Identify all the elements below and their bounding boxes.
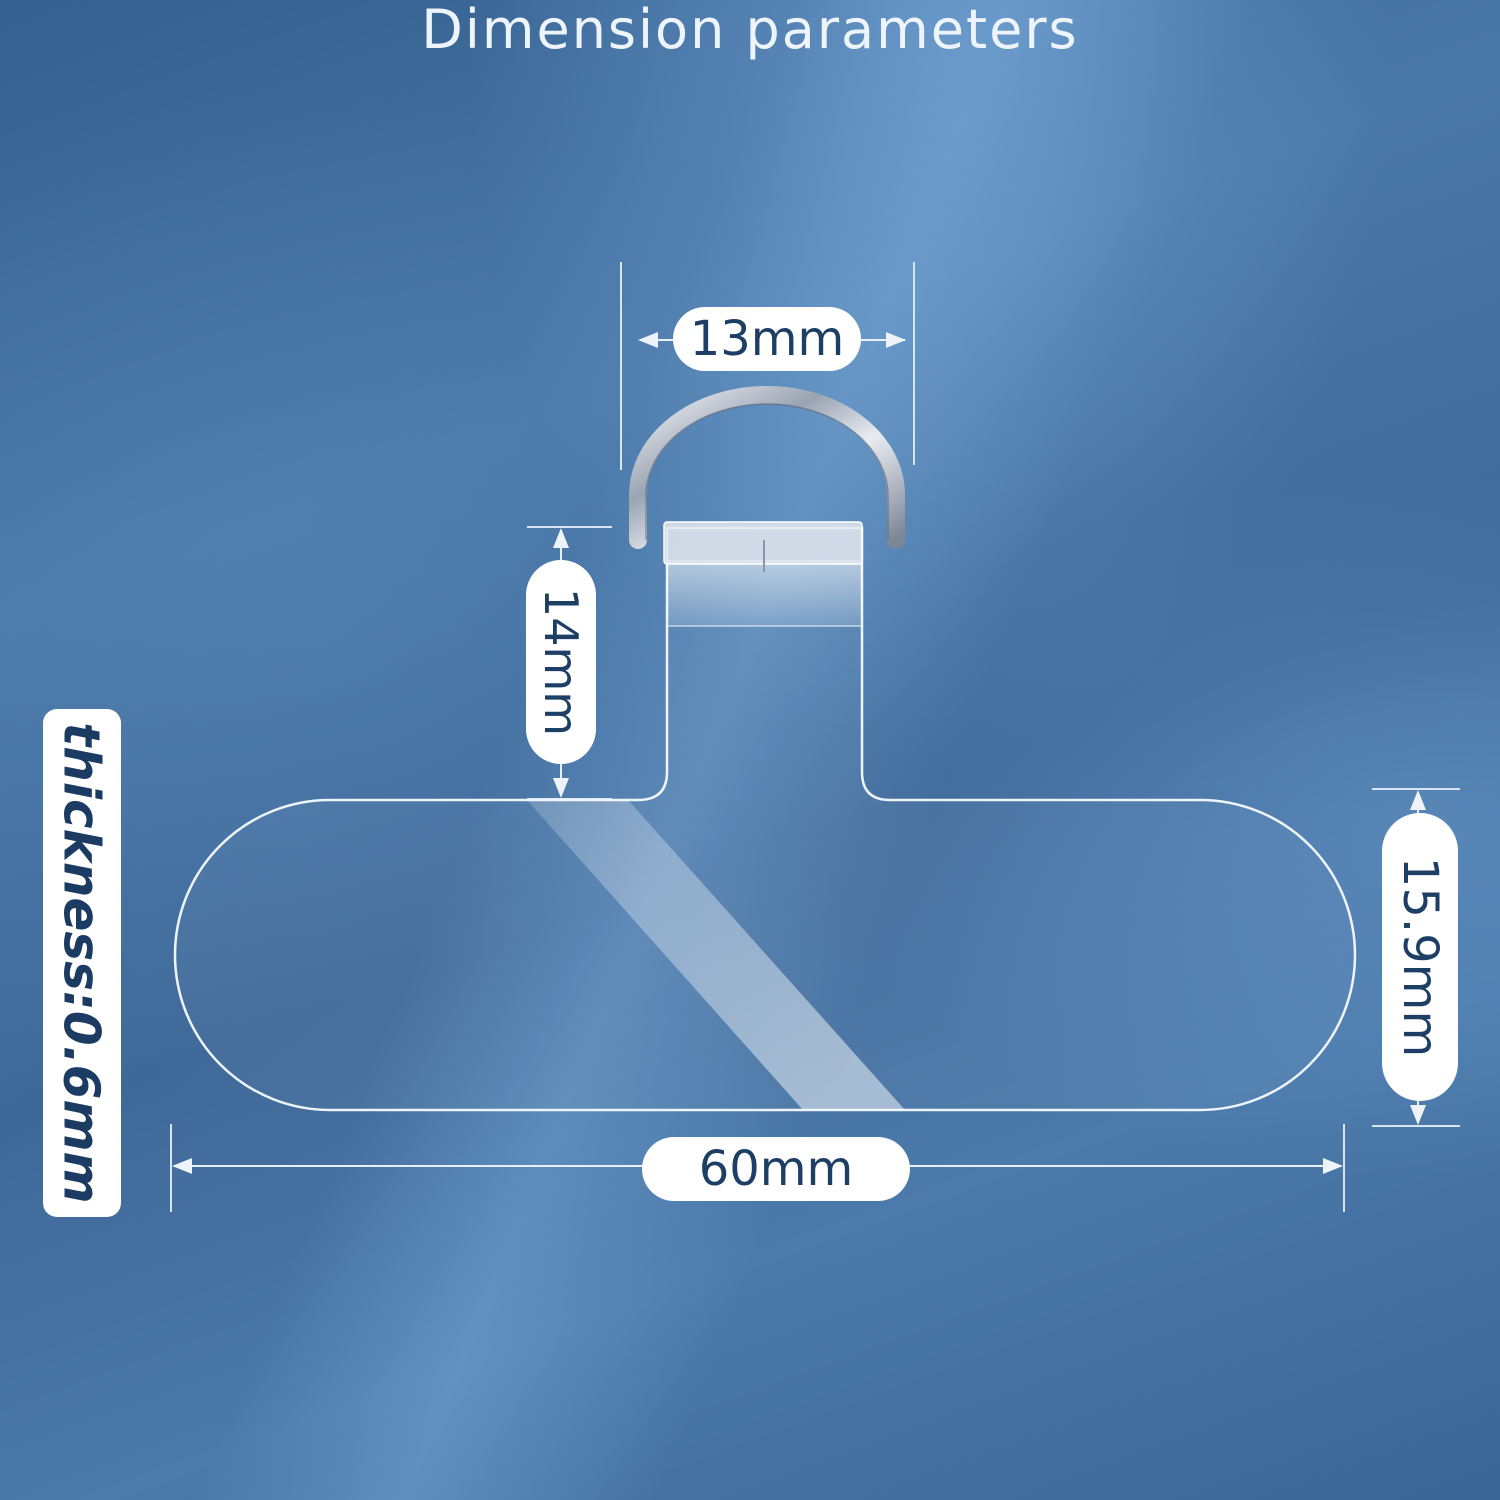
pad-shine xyxy=(527,800,905,1110)
total-width-arrowhead-left xyxy=(172,1158,192,1174)
total-width-arrowhead-right xyxy=(1323,1158,1343,1174)
ring-width-label: 13mm xyxy=(673,307,861,371)
total-width-text: 60mm xyxy=(698,1141,854,1197)
total-width-label: 60mm xyxy=(642,1137,910,1201)
clear-pad-outline xyxy=(173,526,1357,1112)
pad-height-label: 15.9mm xyxy=(1382,813,1458,1101)
ring-width-arrowhead-left xyxy=(638,332,658,348)
pad-height-arrowhead-top xyxy=(1410,790,1426,810)
ring-width-arrowhead-right xyxy=(886,332,906,348)
d-ring-inner-edge xyxy=(645,403,889,540)
pad-height-arrowhead-bottom xyxy=(1410,1105,1426,1125)
pad-height-text: 15.9mm xyxy=(1392,856,1449,1058)
tab-height-arrowhead-bottom xyxy=(553,778,569,798)
d-ring-icon xyxy=(629,386,905,549)
thickness-text: thickness:0.6mm xyxy=(53,722,112,1204)
tab-height-label: 14mm xyxy=(526,560,596,764)
tab-height-text: 14mm xyxy=(534,587,588,737)
thickness-label: thickness:0.6mm xyxy=(43,709,121,1217)
tab-height-arrowhead-top xyxy=(553,528,569,548)
page-title: Dimension parameters xyxy=(421,0,1079,61)
ring-width-text: 13mm xyxy=(689,311,845,367)
